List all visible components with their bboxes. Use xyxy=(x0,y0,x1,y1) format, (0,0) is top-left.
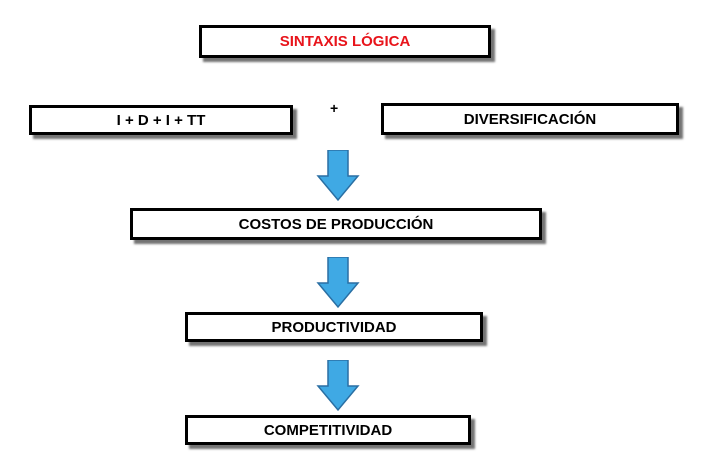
competitividad-box: COMPETITIVIDAD xyxy=(185,415,471,445)
diversificacion-box: DIVERSIFICACIÓN xyxy=(381,103,679,135)
plus-operator: + xyxy=(330,100,339,116)
diversificacion-text: DIVERSIFICACIÓN xyxy=(463,110,597,128)
costos-produccion-text: COSTOS DE PRODUCCIÓN xyxy=(238,215,434,233)
productividad-text: PRODUCTIVIDAD xyxy=(271,318,397,336)
arrow-down-icon xyxy=(316,150,360,202)
arrow-down-icon xyxy=(316,360,360,412)
costos-produccion-box: COSTOS DE PRODUCCIÓN xyxy=(130,208,542,240)
idi-box: I + D + I + TT xyxy=(29,105,293,135)
idi-text: I + D + I + TT xyxy=(116,111,206,129)
title-box: SINTAXIS LÓGICA xyxy=(199,25,491,58)
productividad-box: PRODUCTIVIDAD xyxy=(185,312,483,342)
arrow-down-icon xyxy=(316,257,360,309)
title-text: SINTAXIS LÓGICA xyxy=(279,33,411,50)
competitividad-text: COMPETITIVIDAD xyxy=(263,421,393,439)
